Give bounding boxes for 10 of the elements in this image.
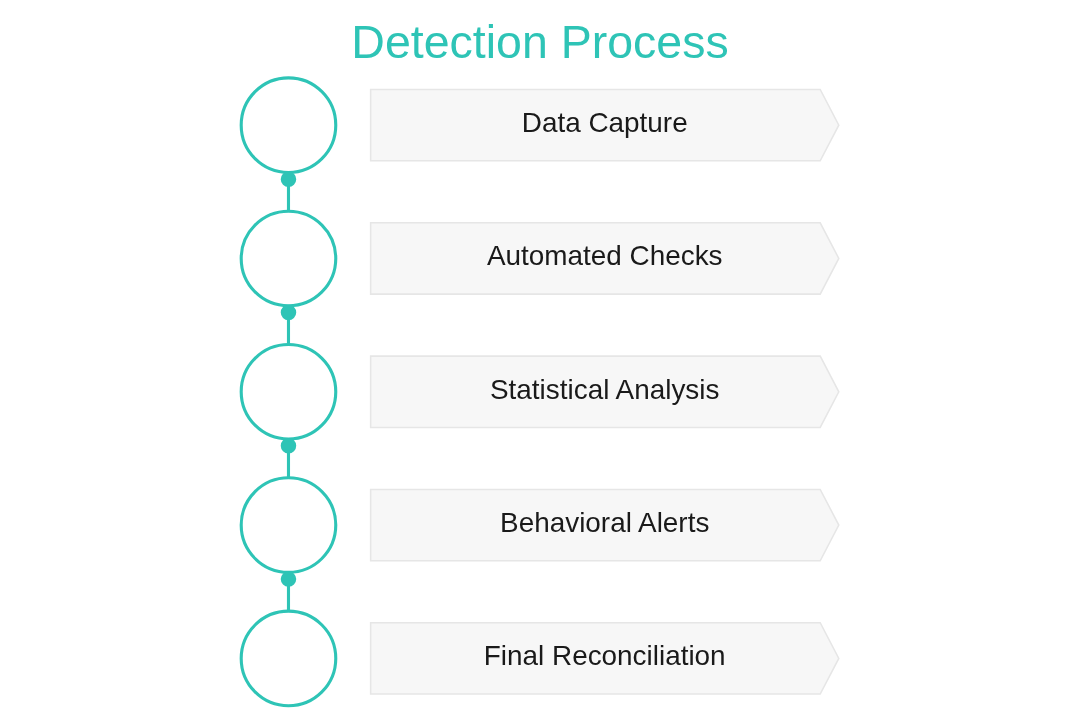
connector xyxy=(280,438,297,478)
connector xyxy=(280,571,297,611)
node-circle xyxy=(239,342,338,441)
node-circle xyxy=(239,76,338,174)
node-circle xyxy=(239,476,338,574)
connector xyxy=(280,171,297,211)
connector xyxy=(280,304,297,345)
diagram-title: Detection Process xyxy=(351,15,729,68)
node-circle xyxy=(239,609,338,708)
node-circle xyxy=(239,209,338,308)
